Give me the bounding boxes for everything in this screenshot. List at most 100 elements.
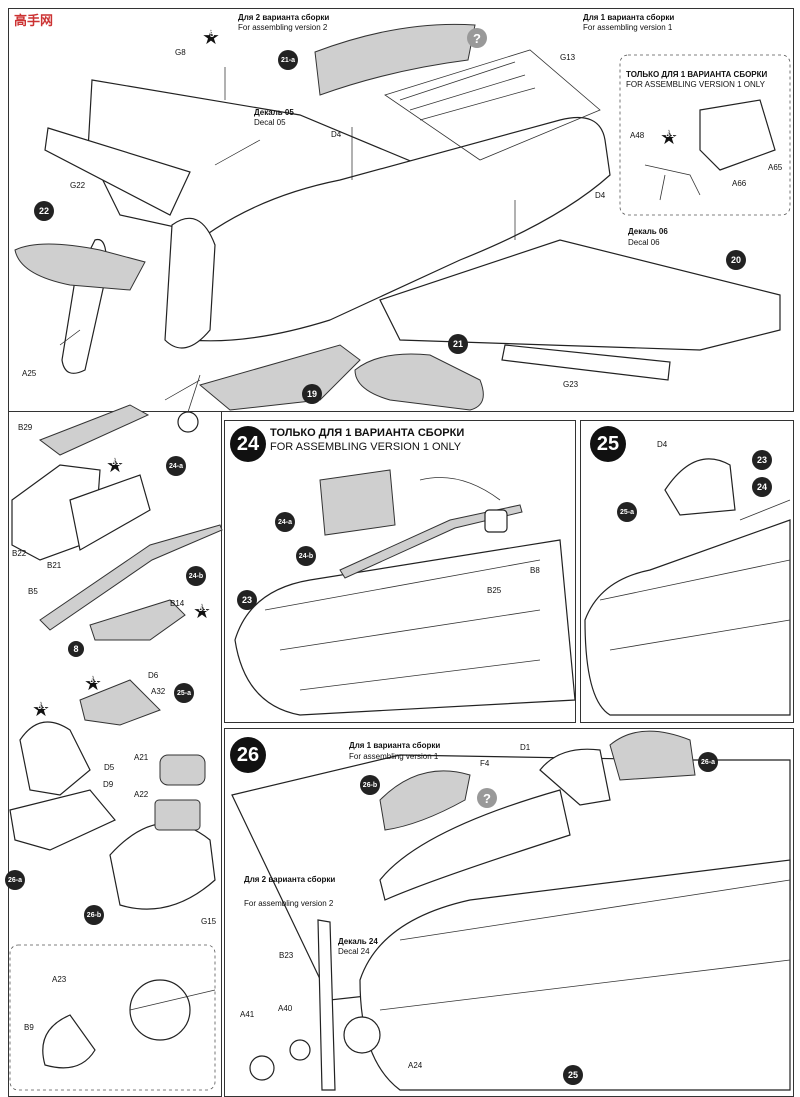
bubble-25a-side: 25-a [174,683,194,703]
engine-cowl-24 [234,539,576,716]
bubble-23-step25: 23 [752,450,772,470]
part-g8: G8 [175,48,186,57]
star-31-d: ★31 [32,699,50,721]
bubble-25-step26: 25 [563,1065,583,1085]
bubble-24b-side: 24-b [186,566,206,586]
star-31-c: ★31 [84,673,102,695]
d5-part [19,721,91,796]
only-v1-ru: ТОЛЬКО ДЛЯ 1 ВАРИАНТА СБОРКИ [626,70,768,79]
part-d5: D5 [104,763,115,772]
part-a40: A40 [278,1004,293,1013]
step-26-number: 26 [230,737,266,773]
b14-part [89,599,186,641]
ammo-box-24a [319,469,396,536]
cowl-f4 [379,789,571,901]
canopy-26a [609,730,696,781]
step-24-number: 24 [230,426,266,462]
star-31-b: ★31 [193,601,211,623]
part-a41: A41 [240,1010,255,1019]
part-g23: G23 [563,380,579,389]
left-stabilizer [14,243,146,291]
part-b5: B5 [28,587,38,596]
part-a22: A22 [134,790,149,799]
step26-version1-ru: Для 1 варианта сборки [349,741,441,750]
star-31-top: ★31 [660,127,678,149]
part-a65: A65 [768,163,783,172]
flap-g23 [501,344,671,381]
step26-version2-en: For assembling version 2 [244,899,334,908]
stabilizer-21 [354,353,484,411]
bubble-26a: 26-a [698,752,718,772]
b29-part [38,404,150,456]
b21-part [69,474,151,551]
part-a25: A25 [22,369,37,378]
bubble-20: 20 [726,250,746,270]
right-wing [379,239,781,351]
a32-part [79,679,161,726]
question-icon-top: ? [467,28,487,48]
step26-version2-ru: Для 2 варианта сборки [244,875,336,884]
decal05-en: Decal 05 [254,118,286,127]
windshield-d1 [539,748,611,806]
cover-26b [379,770,471,831]
bubble-24a: 24-a [275,512,295,532]
vertical-tail [164,217,216,349]
decal24-ru: Декаль 24 [338,937,378,946]
panel-21a [314,23,476,96]
part-a66: A66 [732,179,747,188]
step-25-number: 25 [590,426,626,462]
part-b29: B29 [18,423,33,432]
part-a32: A32 [151,687,166,696]
part-g22: G22 [70,181,86,190]
fuselage-25 [584,519,791,716]
engine-frame [384,49,601,161]
part-a23: A23 [52,975,67,984]
bubble-26b-side: 26-b [84,905,104,925]
bubble-26b: 26-b [360,775,380,795]
top-version1-ru: Для 1 варианта сборки [583,13,675,22]
only-v1-en: FOR ASSEMBLING VERSION 1 ONLY [626,80,765,89]
fuselage [174,116,611,342]
part-a24: A24 [408,1061,423,1070]
star-31-a: ★31 [106,455,124,477]
g15-part [109,822,216,910]
part-b14: B14 [170,599,185,608]
decal06-en: Decal 06 [628,238,660,247]
top-version2-en: For assembling version 2 [238,23,328,32]
part-d9: D9 [103,780,114,789]
question-icon-step26: ? [477,788,497,808]
bubble-25a: 25-a [617,502,637,522]
decal05-ru: Декаль 05 [254,108,294,117]
top-version1-en: For assembling version 1 [583,23,673,32]
part-b8: B8 [530,566,540,575]
gun-barrel [39,524,223,631]
bubble-22: 22 [34,201,54,221]
bubble-23-step24: 23 [237,590,257,610]
bubble-24-step25: 24 [752,477,772,497]
part-g13: G13 [560,53,576,62]
a21-part [159,754,206,786]
bubble-24a-side: 24-a [166,456,186,476]
part-a21: A21 [134,753,149,762]
decal06-ru: Декаль 06 [628,227,668,236]
part-b25: B25 [487,586,502,595]
part-b22-side: B22 [12,549,27,558]
part-f4: F4 [480,759,490,768]
bubble-26a-side: 26-a [5,870,25,890]
part-d4-top: D4 [331,130,342,139]
bubble-8: 8 [68,641,84,657]
bubble-24b: 24-b [296,546,316,566]
flap-g22 [44,127,191,216]
part-b23: B23 [279,951,294,960]
d9-part [9,789,116,851]
part-d4-step25: D4 [657,440,668,449]
top-version2-ru: Для 2 варианта сборки [238,13,330,22]
part-d4-right: D4 [595,191,606,200]
bubble-21a: 21-a [278,50,298,70]
step26-version1-en: For assembling version 1 [349,752,439,761]
bubble-19: 19 [302,384,322,404]
decal24-en: Decal 24 [338,947,370,956]
step-24-title-en: FOR ASSEMBLING VERSION 1 ONLY [270,441,462,453]
